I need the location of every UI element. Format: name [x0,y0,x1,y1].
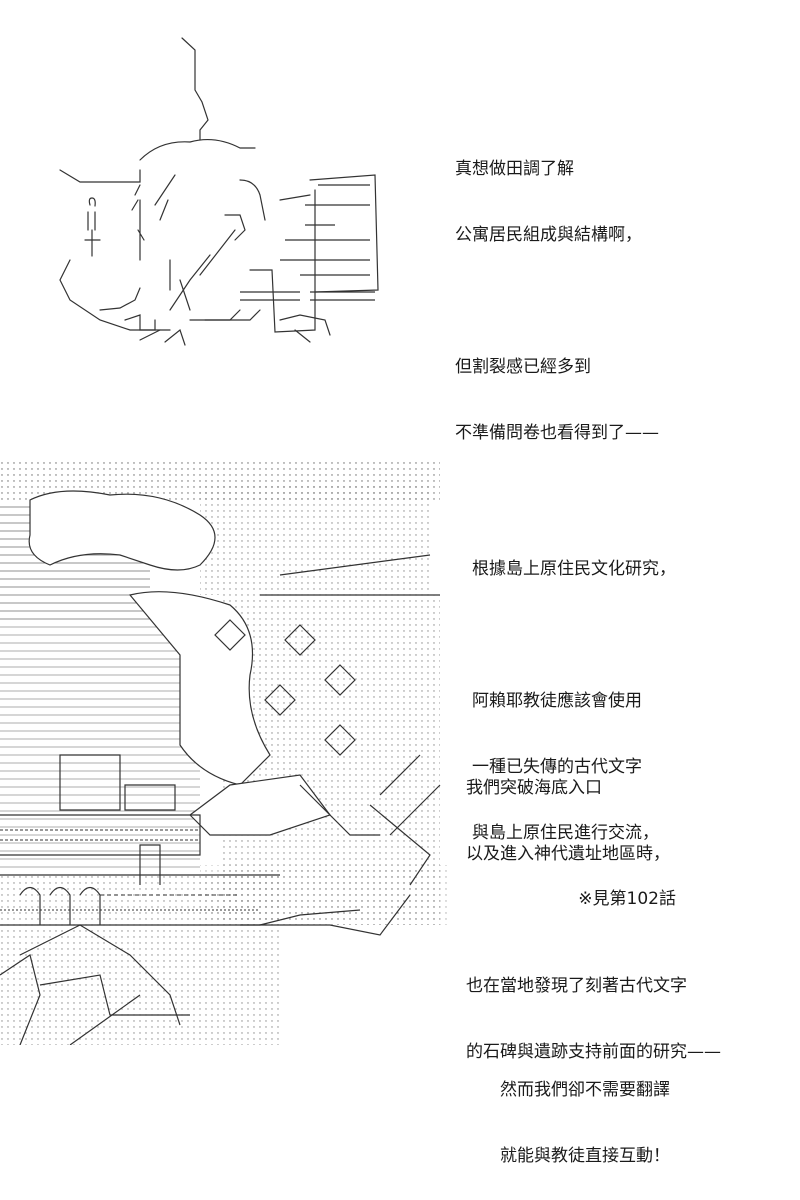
caption-line: 然而我們卻不需要翻譯 [500,1080,670,1100]
caption-line: 我們突破海底入口 [466,778,602,798]
caption-panel-1: 真想做田調了解 公寓居民組成與結構啊， 但割裂感已經多到 不準備問卷也看得到了—… [455,114,659,466]
caption-line: 與島上原住民進行交流， [472,823,659,843]
caption-line: 也在當地發現了刻著古代文字 [466,976,687,996]
caption-line: 以及進入神代遺址地區時， [466,844,670,864]
reference-note: ※見第102話 [578,889,676,909]
caption-line: 但割裂感已經多到 [455,357,591,377]
caption-panel-4: 然而我們卻不需要翻譯 就能與教徒直接互動！ [500,1035,670,1189]
island-landscape-illustration [0,460,450,1045]
caption-line: 根據島上原住民文化研究， [472,559,676,579]
caption-panel-3: 我們突破海底入口 以及進入神代遺址地區時， 也在當地發現了刻著古代文字 的石碑與… [466,733,721,1085]
caption-line: 不準備問卷也看得到了—— [455,423,659,443]
caption-line: 一種已失傳的古代文字 [472,757,642,777]
caption-line: 真想做田調了解 [455,159,574,179]
caption-line: 公寓居民組成與結構啊， [455,225,642,245]
caption-line: 就能與教徒直接互動！ [500,1146,670,1166]
caption-panel-2: 根據島上原住民文化研究， 阿賴耶教徒應該會使用 一種已失傳的古代文字 與島上原住… [472,514,676,932]
figure-with-papers-illustration [59,37,379,346]
caption-line: 阿賴耶教徒應該會使用 [472,691,642,711]
caption-line: 的石碑與遺跡支持前面的研究—— [466,1042,721,1062]
